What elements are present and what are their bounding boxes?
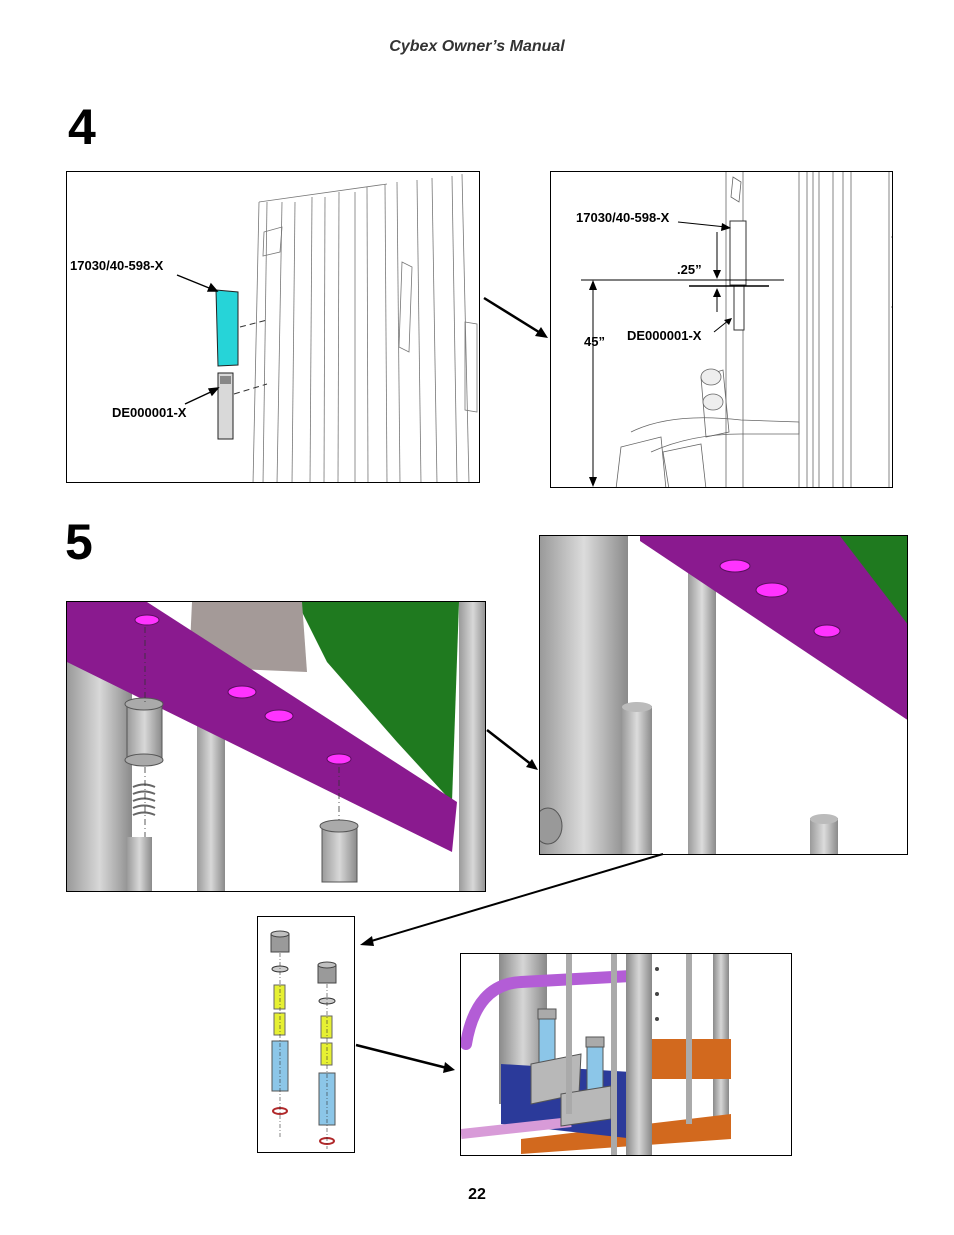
step5-right-panel	[539, 535, 908, 855]
height-dimension-label: 45”	[584, 334, 605, 349]
decal-part-label-right: 17030/40-598-X	[576, 210, 670, 225]
step4-connector-arrow	[483, 296, 548, 338]
assembly-detail-panel	[460, 953, 792, 1156]
step5-connector-arrow	[486, 729, 538, 770]
parts-stack-panel	[257, 916, 355, 1153]
assembly-connector-arrow	[355, 1043, 455, 1073]
plate-part-label: DE000001-X	[112, 405, 187, 420]
step5-right-drawing	[540, 536, 907, 854]
step-number-5: 5	[65, 514, 93, 570]
step4-right-drawing	[581, 172, 892, 487]
gap-dimension-label: .25”	[677, 262, 702, 277]
parts-stack-drawing	[270, 930, 337, 1149]
assembly-detail-drawing	[461, 954, 731, 1155]
step5-left-panel	[66, 601, 486, 892]
step-number-4: 4	[68, 99, 96, 155]
step4-left-drawing	[176, 173, 478, 482]
decal-part-label: 17030/40-598-X	[70, 258, 164, 273]
plate-part-label-right: DE000001-X	[627, 328, 702, 343]
step4-left-panel: 17030/40-598-X DE000001-X	[66, 171, 480, 483]
step4-right-panel: 17030/40-598-X .25” DE000001-X 45”	[550, 171, 893, 488]
page-number: 22	[468, 1186, 486, 1203]
step5-left-drawing	[67, 602, 485, 891]
plate-shape	[217, 372, 234, 440]
page-header: Cybex Owner’s Manual	[389, 38, 565, 55]
parts-connector-arrow	[360, 853, 664, 946]
decal-shape	[215, 289, 239, 367]
